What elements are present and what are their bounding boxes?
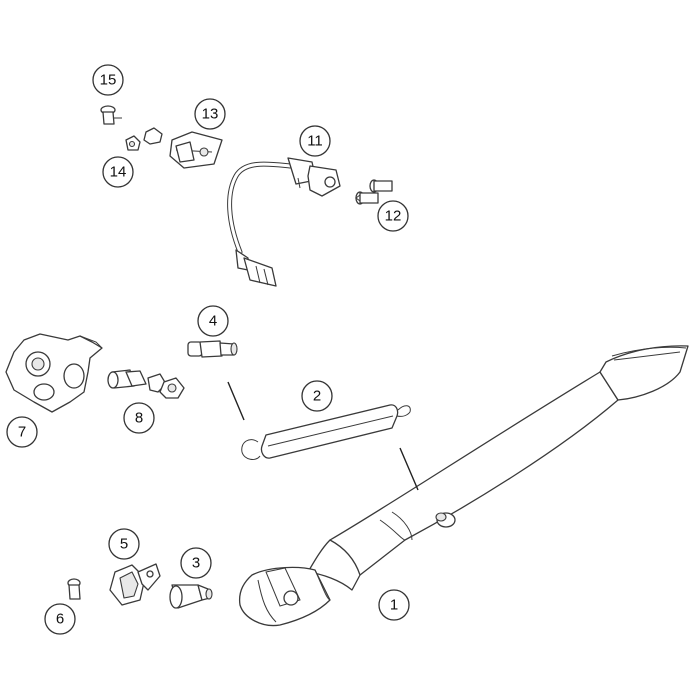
callout-15[interactable]: 15 (92, 64, 124, 96)
part-7-mounting-plate (5, 333, 103, 413)
part-2-spring (241, 404, 411, 460)
part-12-screws (355, 179, 393, 205)
callout-4-label: 4 (209, 313, 217, 330)
callout-7-label: 7 (18, 424, 26, 441)
callout-2[interactable]: 2 (301, 380, 333, 412)
callout-2-label: 2 (313, 388, 321, 405)
callout-8[interactable]: 8 (123, 402, 155, 434)
callout-5[interactable]: 5 (108, 528, 140, 560)
leader-lines (227, 381, 419, 491)
part-8-bolts (107, 369, 185, 399)
callout-12-label: 12 (385, 208, 402, 225)
part-11-sensor-wire (227, 157, 341, 287)
part-15-screw (100, 105, 122, 125)
part-14-nut (125, 127, 163, 151)
part-3-pin (169, 584, 213, 609)
part-5-bracket (109, 563, 161, 606)
part-6-screw (67, 578, 81, 600)
callout-1[interactable]: 1 (378, 589, 410, 621)
part-1-side-stand (238, 345, 689, 627)
callout-1-label: 1 (390, 597, 398, 614)
callout-14-label: 14 (110, 164, 127, 181)
callout-11-label: 11 (307, 133, 323, 150)
callout-15-label: 15 (100, 72, 117, 89)
callout-8-label: 8 (135, 410, 143, 427)
callout-12[interactable]: 12 (377, 200, 409, 232)
callout-13-label: 13 (202, 106, 219, 123)
part-13-switch (169, 131, 223, 169)
stand-spring-pin (435, 512, 456, 528)
callout-11[interactable]: 11 (299, 125, 331, 157)
callout-13[interactable]: 13 (194, 98, 226, 130)
callout-3[interactable]: 3 (180, 547, 212, 579)
callout-4[interactable]: 4 (197, 305, 229, 337)
callout-6-label: 6 (56, 611, 64, 628)
callout-7[interactable]: 7 (6, 416, 38, 448)
callout-14[interactable]: 14 (102, 156, 134, 188)
part-4-bolt (187, 340, 238, 358)
callout-6[interactable]: 6 (44, 603, 76, 635)
callout-5-label: 5 (120, 536, 128, 553)
callout-3-label: 3 (192, 555, 200, 572)
